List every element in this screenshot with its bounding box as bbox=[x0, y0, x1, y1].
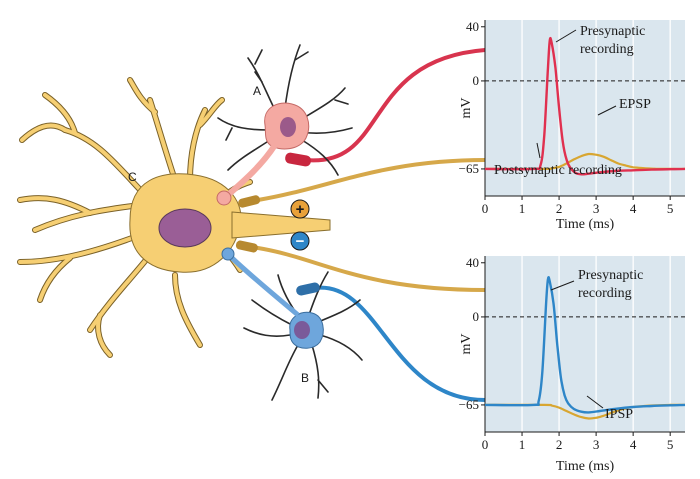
cell-a-terminal bbox=[216, 190, 232, 206]
postsynaptic-wire-top bbox=[256, 158, 487, 202]
recording-wires bbox=[256, 48, 487, 402]
top-chart-presynaptic-label-2: recording bbox=[580, 42, 634, 57]
postsynaptic-electrodes bbox=[235, 195, 261, 253]
cell-b-electrode bbox=[296, 282, 320, 296]
svg-text:+: + bbox=[296, 201, 305, 218]
bot-xtick-label-3: 3 bbox=[593, 437, 600, 452]
presynaptic-wire-b bbox=[313, 285, 487, 402]
plus-icon bbox=[290, 199, 310, 219]
postsynaptic-wire-bottom bbox=[256, 246, 487, 292]
top-chart-presynaptic-series bbox=[484, 36, 686, 176]
cell-a-axon bbox=[226, 143, 278, 198]
cell-b-label: B bbox=[301, 371, 309, 385]
bot-xtick-label-5: 5 bbox=[667, 437, 674, 452]
bottom-chart: 40 0 −65 0 1 2 3 4 5 mV Time (ms) Presynaptic r… bbox=[459, 255, 686, 474]
top-xtick-label-0: 0 bbox=[482, 201, 489, 216]
cell-b-axon bbox=[230, 256, 300, 317]
cell-b: B bbox=[221, 247, 363, 401]
bottom-chart-presynaptic-label-2: recording bbox=[578, 286, 632, 301]
bot-ytick-label-1: 0 bbox=[473, 309, 480, 324]
bot-xtick-label-1: 1 bbox=[519, 437, 526, 452]
top-ytick-label-1: 0 bbox=[473, 73, 480, 88]
bottom-chart-ipsp-label: IPSP bbox=[605, 407, 633, 422]
top-chart-ylabel: mV bbox=[459, 98, 474, 119]
bottom-chart-ylabel: mV bbox=[459, 334, 474, 355]
top-chart: 40 0 −65 0 1 2 3 4 5 mV Time (ms) Presynaptic r… bbox=[459, 19, 686, 232]
postsynaptic-electrode-bottom bbox=[235, 240, 258, 253]
top-xtick-label-5: 5 bbox=[667, 201, 674, 216]
cell-a-label: A bbox=[253, 84, 261, 98]
top-chart-presynaptic-label-1: Presynaptic bbox=[580, 24, 645, 39]
top-chart-epsp-label: EPSP bbox=[619, 97, 651, 112]
bot-ytick-label-2: −65 bbox=[459, 397, 479, 412]
minus-icon bbox=[290, 231, 310, 251]
top-ytick-label-2: −65 bbox=[459, 161, 479, 176]
top-chart-epsp-series bbox=[484, 152, 686, 171]
top-xtick-label-1: 1 bbox=[519, 201, 526, 216]
top-xtick-label-4: 4 bbox=[630, 201, 637, 216]
cell-a: A bbox=[216, 44, 353, 206]
cell-b-nucleus bbox=[294, 321, 310, 339]
cell-b-terminal bbox=[221, 247, 235, 261]
bot-xtick-label-0: 0 bbox=[482, 437, 489, 452]
cell-c bbox=[17, 77, 331, 358]
bot-ytick-label-0: 40 bbox=[466, 255, 479, 270]
postsynaptic-electrode-top bbox=[238, 195, 261, 208]
top-xtick-label-3: 3 bbox=[593, 201, 600, 216]
bot-xtick-label-4: 4 bbox=[630, 437, 637, 452]
cell-a-electrode bbox=[285, 152, 312, 167]
svg-text:−: − bbox=[296, 233, 305, 250]
cell-c-nucleus bbox=[158, 208, 212, 248]
top-ytick-label-0: 40 bbox=[466, 19, 479, 34]
presynaptic-wire-a bbox=[303, 48, 487, 163]
top-chart-background bbox=[485, 20, 685, 196]
top-chart-postsynaptic-label: Postsynaptic recording bbox=[494, 163, 622, 178]
cell-a-nucleus bbox=[280, 117, 296, 137]
bottom-chart-presynaptic-label-1: Presynaptic bbox=[578, 268, 643, 283]
top-xtick-label-2: 2 bbox=[556, 201, 563, 216]
bottom-chart-xlabel: Time (ms) bbox=[556, 459, 615, 474]
cell-c-axon bbox=[231, 211, 331, 239]
top-chart-xlabel: Time (ms) bbox=[556, 217, 615, 232]
cell-c-label: C bbox=[128, 170, 137, 184]
inhibitory-symbol: − bbox=[290, 231, 310, 251]
bot-xtick-label-2: 2 bbox=[556, 437, 563, 452]
excitatory-symbol: + bbox=[290, 199, 310, 219]
bottom-chart-presynaptic-series bbox=[484, 276, 686, 414]
bottom-chart-background bbox=[485, 256, 685, 432]
